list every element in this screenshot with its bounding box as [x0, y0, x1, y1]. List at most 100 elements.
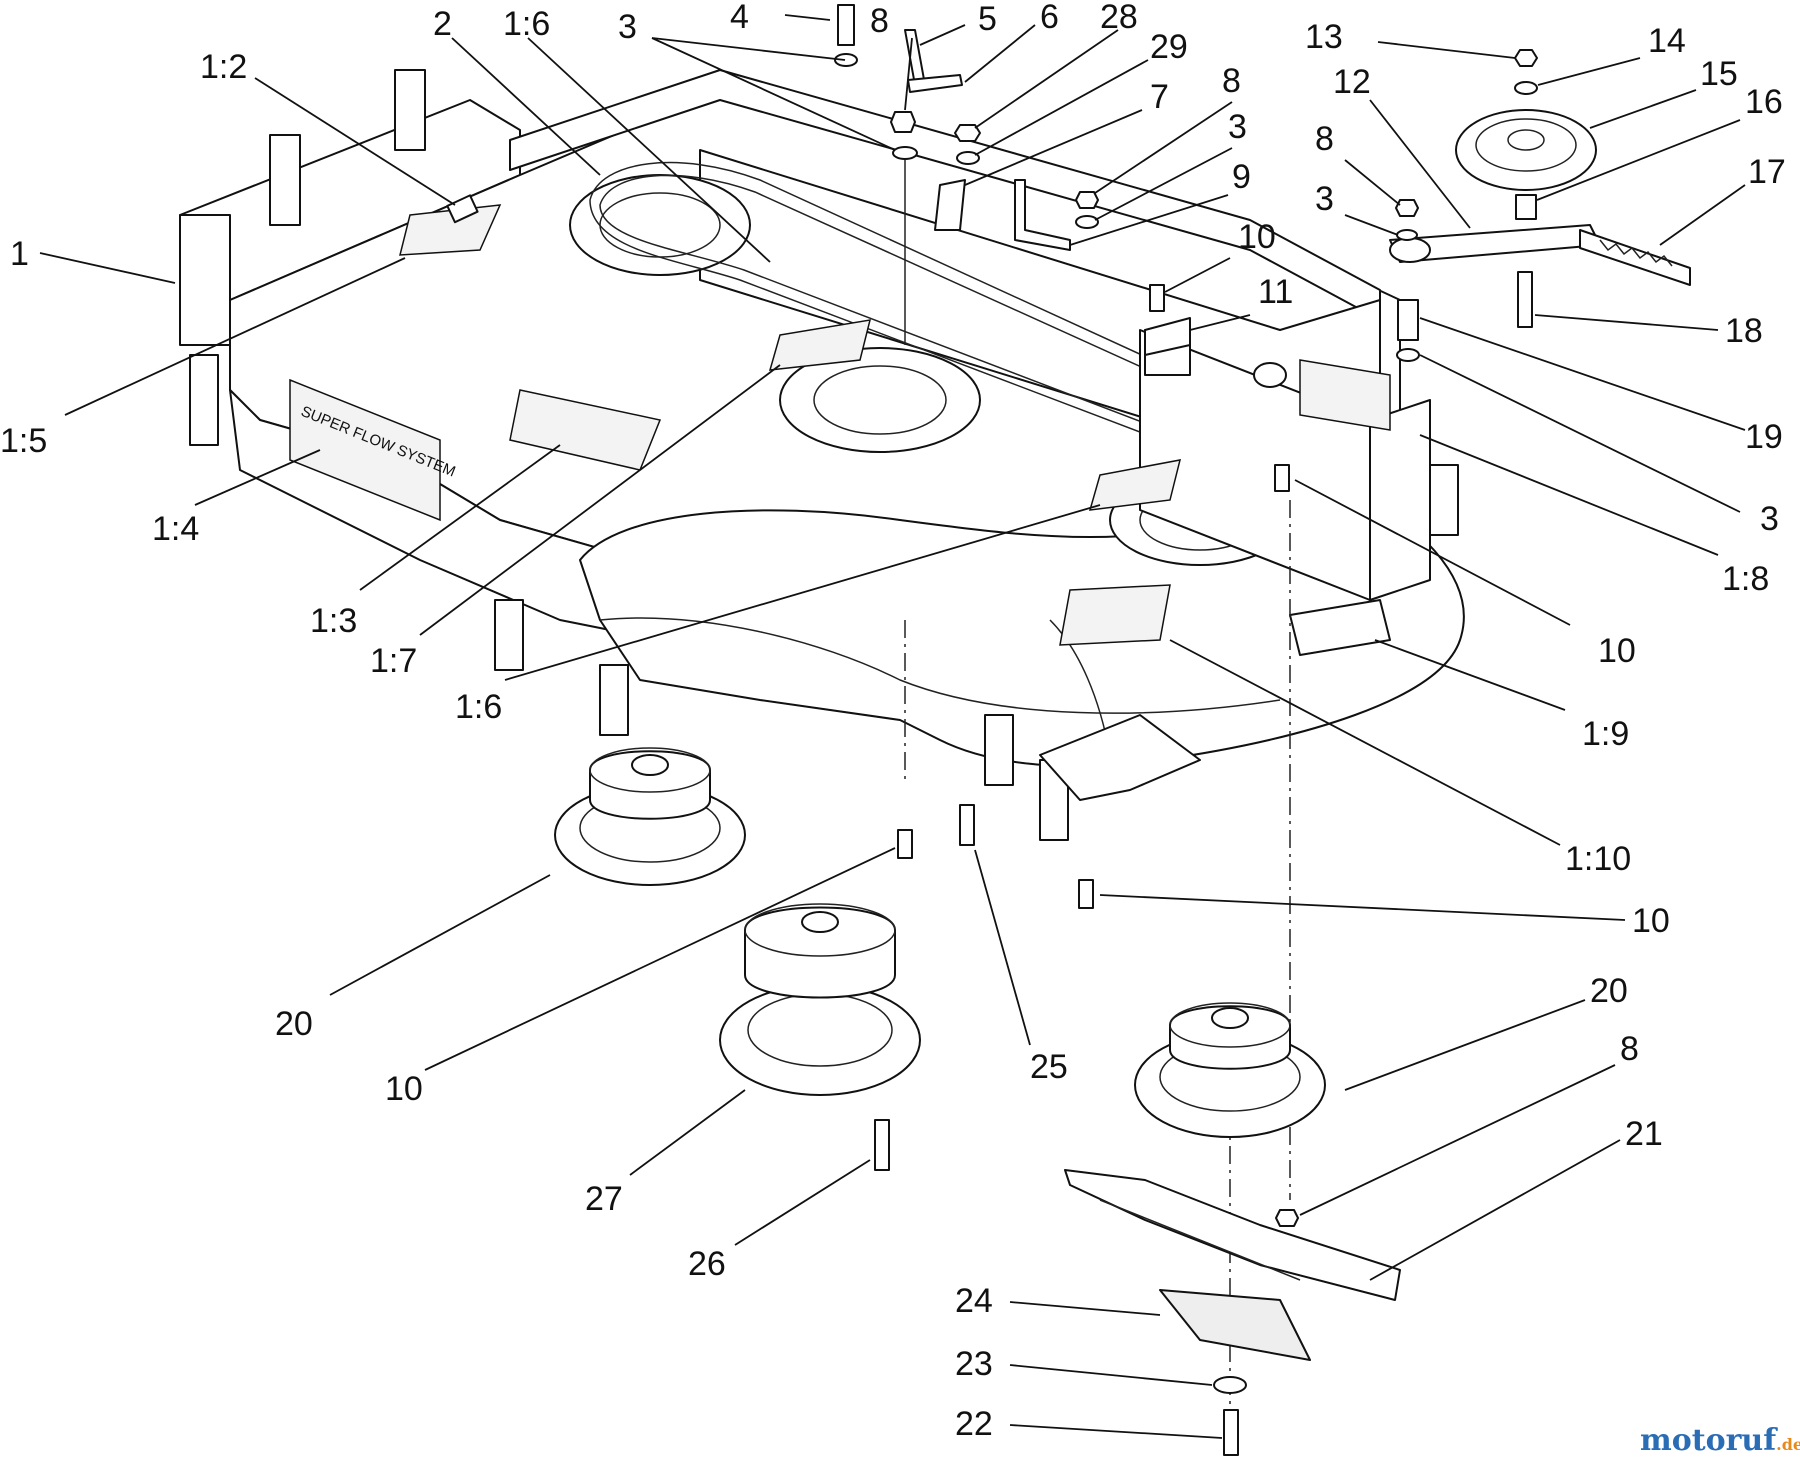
leader-11	[1189, 314, 1251, 331]
callout-3-low: 3	[1760, 500, 1779, 538]
callout-15: 15	[1700, 55, 1738, 93]
bracket-11	[1144, 317, 1191, 356]
leader-28	[974, 29, 1119, 129]
nut-8c	[1395, 199, 1419, 217]
discharge-guard	[1039, 714, 1201, 801]
callout-26: 26	[688, 1245, 726, 1283]
bolt-10b	[1274, 464, 1290, 492]
callout-25: 25	[1030, 1048, 1068, 1086]
spindle-nut-right	[1211, 1007, 1249, 1029]
pulley-well-center-inner	[813, 365, 947, 435]
callout-16: 16	[1745, 83, 1783, 121]
callout-9: 9	[1232, 158, 1251, 196]
leader-14	[1537, 57, 1641, 86]
washer-29	[956, 151, 980, 165]
washer-3d	[1396, 348, 1420, 362]
pulley-well-center	[779, 347, 981, 453]
spindle-nut-left	[631, 754, 669, 776]
callout-22: 22	[955, 1405, 993, 1443]
callout-8-low: 8	[1620, 1030, 1639, 1068]
callout-19: 19	[1745, 418, 1783, 456]
bolt-4	[837, 4, 855, 46]
leader-lines	[39, 14, 1746, 1439]
leader-10-a	[1164, 257, 1231, 293]
deck-decal-1-8	[1299, 359, 1391, 431]
leader-3-top-b	[651, 37, 896, 151]
callout-18: 18	[1725, 312, 1763, 350]
callout-1-8: 1:8	[1722, 560, 1769, 598]
washer-14	[1514, 81, 1538, 95]
plate-24	[1159, 1289, 1311, 1361]
spacer-19	[1397, 299, 1419, 341]
nut-28	[954, 124, 981, 142]
leader-10-b	[1294, 479, 1571, 626]
blade-21	[1064, 1169, 1401, 1301]
leader-1-3	[359, 444, 561, 591]
leader-1	[39, 252, 176, 284]
callout-28: 28	[1100, 0, 1138, 36]
callout-21: 21	[1625, 1115, 1663, 1153]
callout-8-right: 8	[1315, 120, 1334, 158]
watermark: motoruf.de	[1640, 1423, 1800, 1458]
deck-decal-1-10	[1059, 584, 1171, 646]
callout-20-right: 20	[1590, 972, 1628, 1010]
spindle-nut-center	[801, 911, 839, 933]
leader-1-7	[419, 364, 781, 636]
leader-12	[1369, 99, 1471, 229]
leader-5	[919, 24, 966, 46]
callout-24: 24	[955, 1282, 993, 1320]
callout-8-mid: 8	[1222, 62, 1241, 100]
callout-5: 5	[978, 0, 997, 38]
bolt-25	[959, 804, 975, 846]
callout-labels: 1 1:2 2 1:6 3 4 8 5 6 28 29 7 8 3 9 10 1…	[0, 0, 1786, 1443]
callout-1-5: 1:5	[0, 422, 47, 460]
watermark-main: motoruf	[1640, 1423, 1778, 1458]
spring-17	[1579, 229, 1691, 286]
callout-1-4: 1:4	[152, 510, 199, 548]
blade-21-bevel	[1099, 1199, 1301, 1281]
deck-boss	[1253, 362, 1287, 388]
rear-upright-right	[394, 69, 426, 151]
leader-4	[784, 14, 831, 21]
leader-16	[1536, 119, 1741, 201]
leader-3-right	[1344, 214, 1399, 236]
pulley-15-hub	[1507, 129, 1545, 151]
callout-6: 6	[1040, 0, 1059, 36]
link-7	[934, 179, 966, 231]
callout-1-9: 1:9	[1582, 715, 1629, 753]
callout-1: 1	[10, 235, 29, 273]
deck-right-rail-end	[1369, 399, 1431, 601]
leader-1-8	[1419, 434, 1719, 556]
deck-left-end-plate	[179, 214, 231, 346]
leader-18	[1534, 314, 1719, 331]
callout-1-3: 1:3	[310, 602, 357, 640]
mount-bracket	[599, 664, 629, 736]
leader-7	[964, 109, 1143, 186]
leader-29	[974, 59, 1149, 156]
leader-6	[964, 24, 1036, 83]
spindle-pulley-center-top	[744, 903, 896, 957]
mower-deck: SUPER FLOW SYSTEM	[179, 69, 1465, 841]
leader-1-9	[1374, 639, 1566, 711]
front-decal-panel	[289, 378, 441, 522]
leader-21	[1369, 1139, 1621, 1281]
bolt-10	[1149, 284, 1165, 312]
leader-3-low	[1419, 354, 1741, 513]
leader-1-2	[254, 77, 456, 206]
callout-29: 29	[1150, 28, 1188, 66]
nut-8b	[1075, 191, 1099, 209]
callout-3-mid: 3	[1228, 108, 1247, 146]
blade-assembly	[1064, 1169, 1401, 1456]
callout-11: 11	[1258, 273, 1293, 311]
pulley-well-left	[569, 174, 751, 276]
callout-8-top: 8	[870, 2, 889, 40]
leader-15	[1589, 89, 1697, 129]
leader-1-6-mid	[504, 504, 1101, 681]
spindle-center	[719, 903, 921, 1096]
leader-8-low	[1299, 1064, 1616, 1216]
leader-22	[1009, 1424, 1223, 1439]
leader-23	[1009, 1364, 1213, 1386]
callout-4: 4	[730, 0, 749, 36]
washer-3b	[892, 146, 918, 160]
rod-6	[907, 74, 963, 93]
